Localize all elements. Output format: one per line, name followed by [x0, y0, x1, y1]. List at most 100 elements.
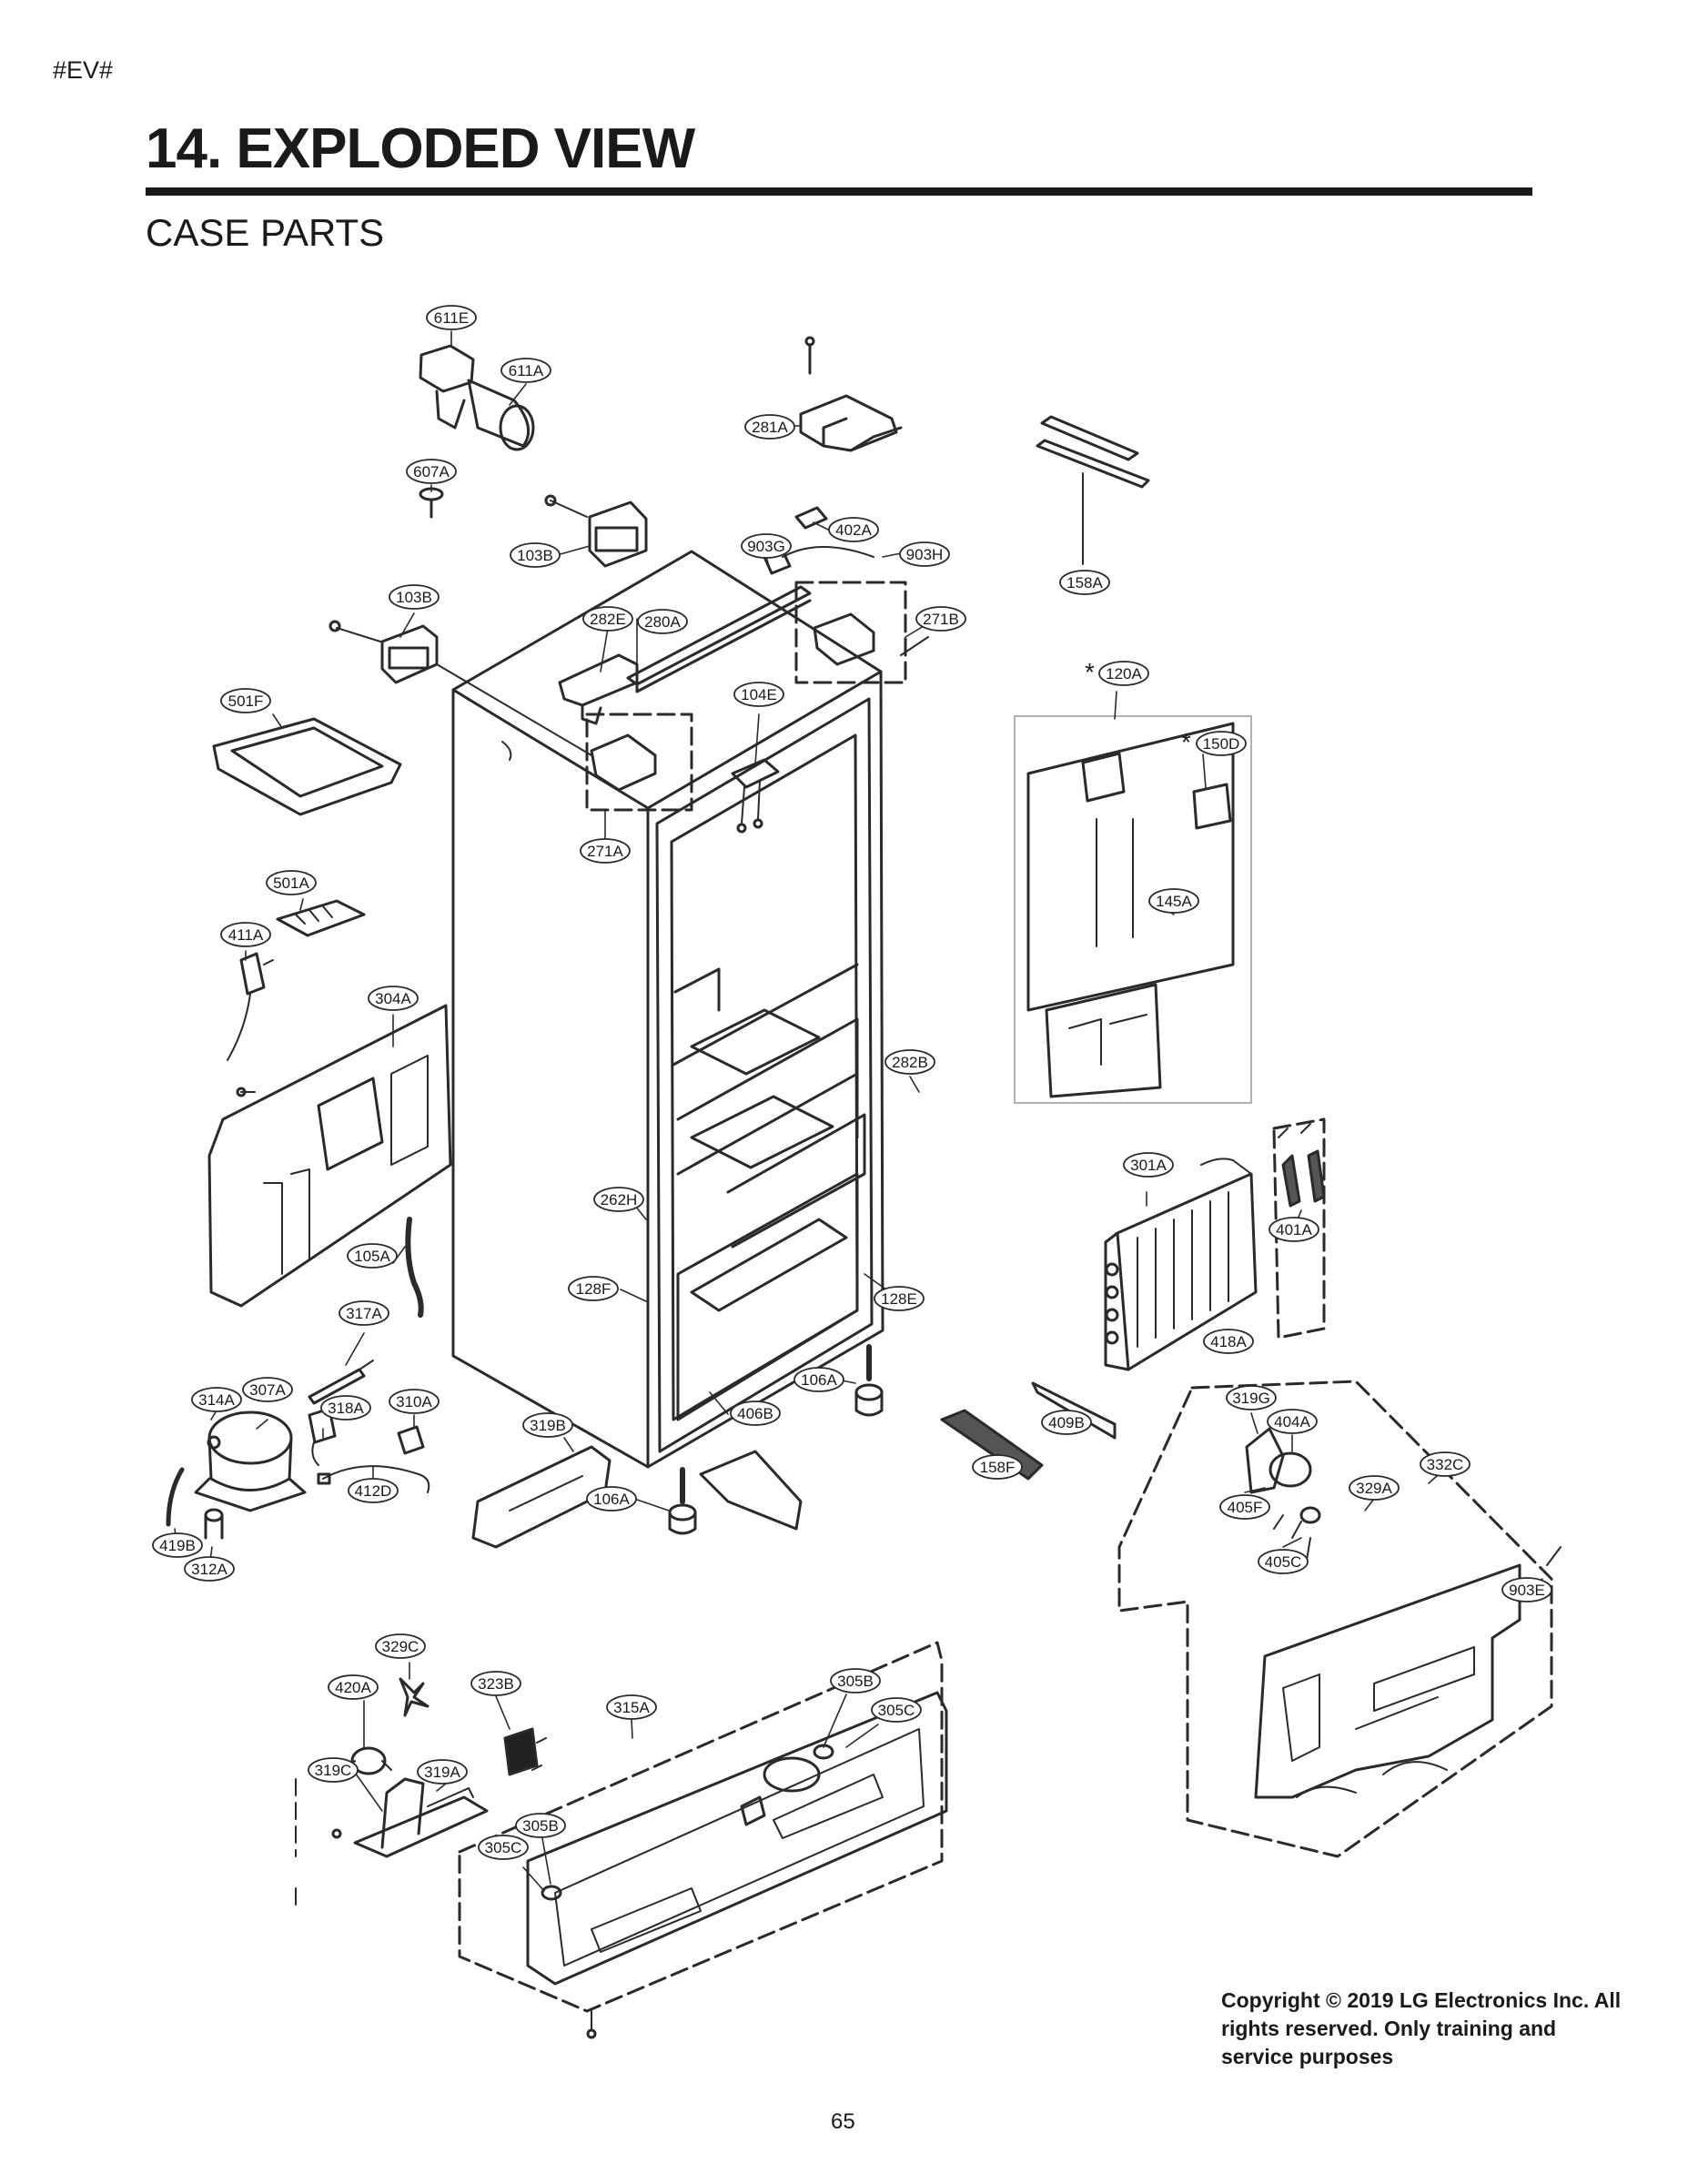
callout-label: 305C — [878, 1702, 915, 1719]
callout-106a: 106A — [586, 1486, 637, 1512]
callout-282b: 282B — [884, 1049, 935, 1075]
callout-bubble — [308, 1757, 359, 1783]
heater-401A — [1272, 1117, 1326, 1340]
callout-bubble — [730, 1400, 781, 1426]
callout-label: 903E — [1509, 1582, 1545, 1599]
callout-304a: 304A — [368, 986, 419, 1011]
callout-bubble — [593, 1187, 644, 1212]
callout-314a: 314A — [191, 1387, 242, 1412]
page-title: 14. EXPLODED VIEW — [146, 117, 695, 180]
callout-bubble — [793, 1367, 844, 1392]
callout-bubble — [522, 1412, 573, 1438]
callout-bubble — [406, 459, 457, 484]
hinge-611 — [419, 344, 535, 451]
callout-611e: 611E — [426, 305, 477, 330]
callout-label: 404A — [1274, 1413, 1310, 1431]
callout-307a: 307A — [242, 1377, 293, 1402]
callout-158a: 158A — [1059, 570, 1110, 595]
callout-label: 262H — [601, 1191, 638, 1208]
cover-120A — [1014, 715, 1252, 1104]
switch-402 — [794, 506, 828, 530]
callout-329a: 329A — [1349, 1475, 1400, 1501]
callout-bubble — [1041, 1410, 1092, 1435]
callout-106a: 106A — [793, 1367, 844, 1392]
callout-label: 315A — [613, 1699, 650, 1716]
callout-bubble — [1501, 1577, 1552, 1603]
cover-281 — [799, 336, 903, 452]
callout-label: 317A — [346, 1305, 382, 1322]
callout-label: 304A — [375, 990, 411, 1007]
callout-317a: 317A — [339, 1300, 389, 1326]
callout-281a: 281A — [744, 414, 795, 440]
callout-bubble — [580, 838, 631, 864]
callout-301a: 301A — [1123, 1152, 1174, 1178]
callout-label: 282B — [892, 1054, 928, 1071]
asterisk-120A: * — [1085, 658, 1095, 686]
callout-401a: 401A — [1269, 1217, 1319, 1242]
callout-bubble — [375, 1633, 426, 1659]
callout-bubble — [582, 606, 633, 632]
callout-bubble — [1098, 661, 1149, 686]
callout-103b: 103B — [389, 584, 440, 610]
callout-315a: 315A — [606, 1694, 657, 1720]
cover-501F — [212, 717, 402, 816]
callout-label: 329A — [1356, 1480, 1392, 1497]
callout-319a: 319A — [417, 1759, 468, 1785]
pipe-419B — [166, 1467, 185, 1527]
callout-label: 282E — [590, 611, 626, 628]
callout-405f: 405F — [1219, 1494, 1270, 1520]
callout-label: 405C — [1265, 1553, 1302, 1571]
callout-128f: 128F — [568, 1276, 619, 1301]
callout-bubble — [884, 1049, 935, 1075]
callout-label: 158A — [1066, 574, 1103, 592]
callout-label: 307A — [249, 1381, 286, 1399]
callout-120a: 120A — [1098, 661, 1149, 686]
rail-409B — [1031, 1381, 1117, 1440]
callout-bubble — [1148, 888, 1199, 914]
callout-label: 310A — [396, 1393, 432, 1410]
callout-label: 611A — [509, 362, 544, 379]
hinge-271B — [794, 581, 929, 684]
copyright-notice: Copyright © 2019 LG Electronics Inc. All… — [1221, 1988, 1622, 2068]
callout-bubble — [1123, 1152, 1174, 1178]
callout-bubble — [389, 1389, 440, 1414]
callout-label: 128F — [576, 1280, 612, 1298]
legs-106A — [668, 1344, 884, 1535]
callout-label: 319B — [530, 1417, 566, 1434]
callout-bubble — [320, 1395, 371, 1421]
callout-bubble — [478, 1835, 529, 1860]
callout-903g: 903G — [741, 533, 792, 559]
callout-label: 405F — [1228, 1499, 1263, 1516]
callout-label: 120A — [1106, 665, 1142, 682]
compressor-307A — [194, 1410, 307, 1512]
callout-label: 319C — [315, 1762, 352, 1779]
asterisk-150D: * — [1181, 728, 1191, 756]
relay-310A — [397, 1425, 425, 1455]
page-number: 65 — [831, 2109, 855, 2134]
hinge-271A — [585, 713, 693, 812]
harness-412D — [317, 1465, 430, 1493]
callout-label: 271A — [587, 843, 623, 860]
callout-label: 145A — [1156, 893, 1192, 910]
callout-label: 319G — [1232, 1390, 1270, 1407]
callout-label: 903G — [747, 538, 785, 555]
callout-label: 150D — [1203, 735, 1240, 753]
callout-103b: 103B — [510, 542, 561, 568]
callout-label: 128E — [881, 1290, 917, 1308]
callout-bubble — [1226, 1385, 1277, 1410]
callout-bubble — [242, 1377, 293, 1402]
callout-bubble — [220, 688, 271, 713]
callout-280a: 280A — [637, 609, 688, 634]
callout-bubble — [328, 1674, 379, 1700]
callout-label: 903H — [906, 546, 944, 563]
callout-label: 106A — [593, 1491, 630, 1508]
callout-404a: 404A — [1267, 1409, 1318, 1434]
pcb-501A — [276, 899, 366, 937]
callout-282e: 282E — [582, 606, 633, 632]
bracket-158 — [1036, 415, 1150, 565]
callout-bubble — [339, 1300, 389, 1326]
callout-158f: 158F — [972, 1454, 1023, 1480]
callout-label: 329C — [382, 1638, 419, 1655]
callout-bubble — [1420, 1451, 1471, 1477]
